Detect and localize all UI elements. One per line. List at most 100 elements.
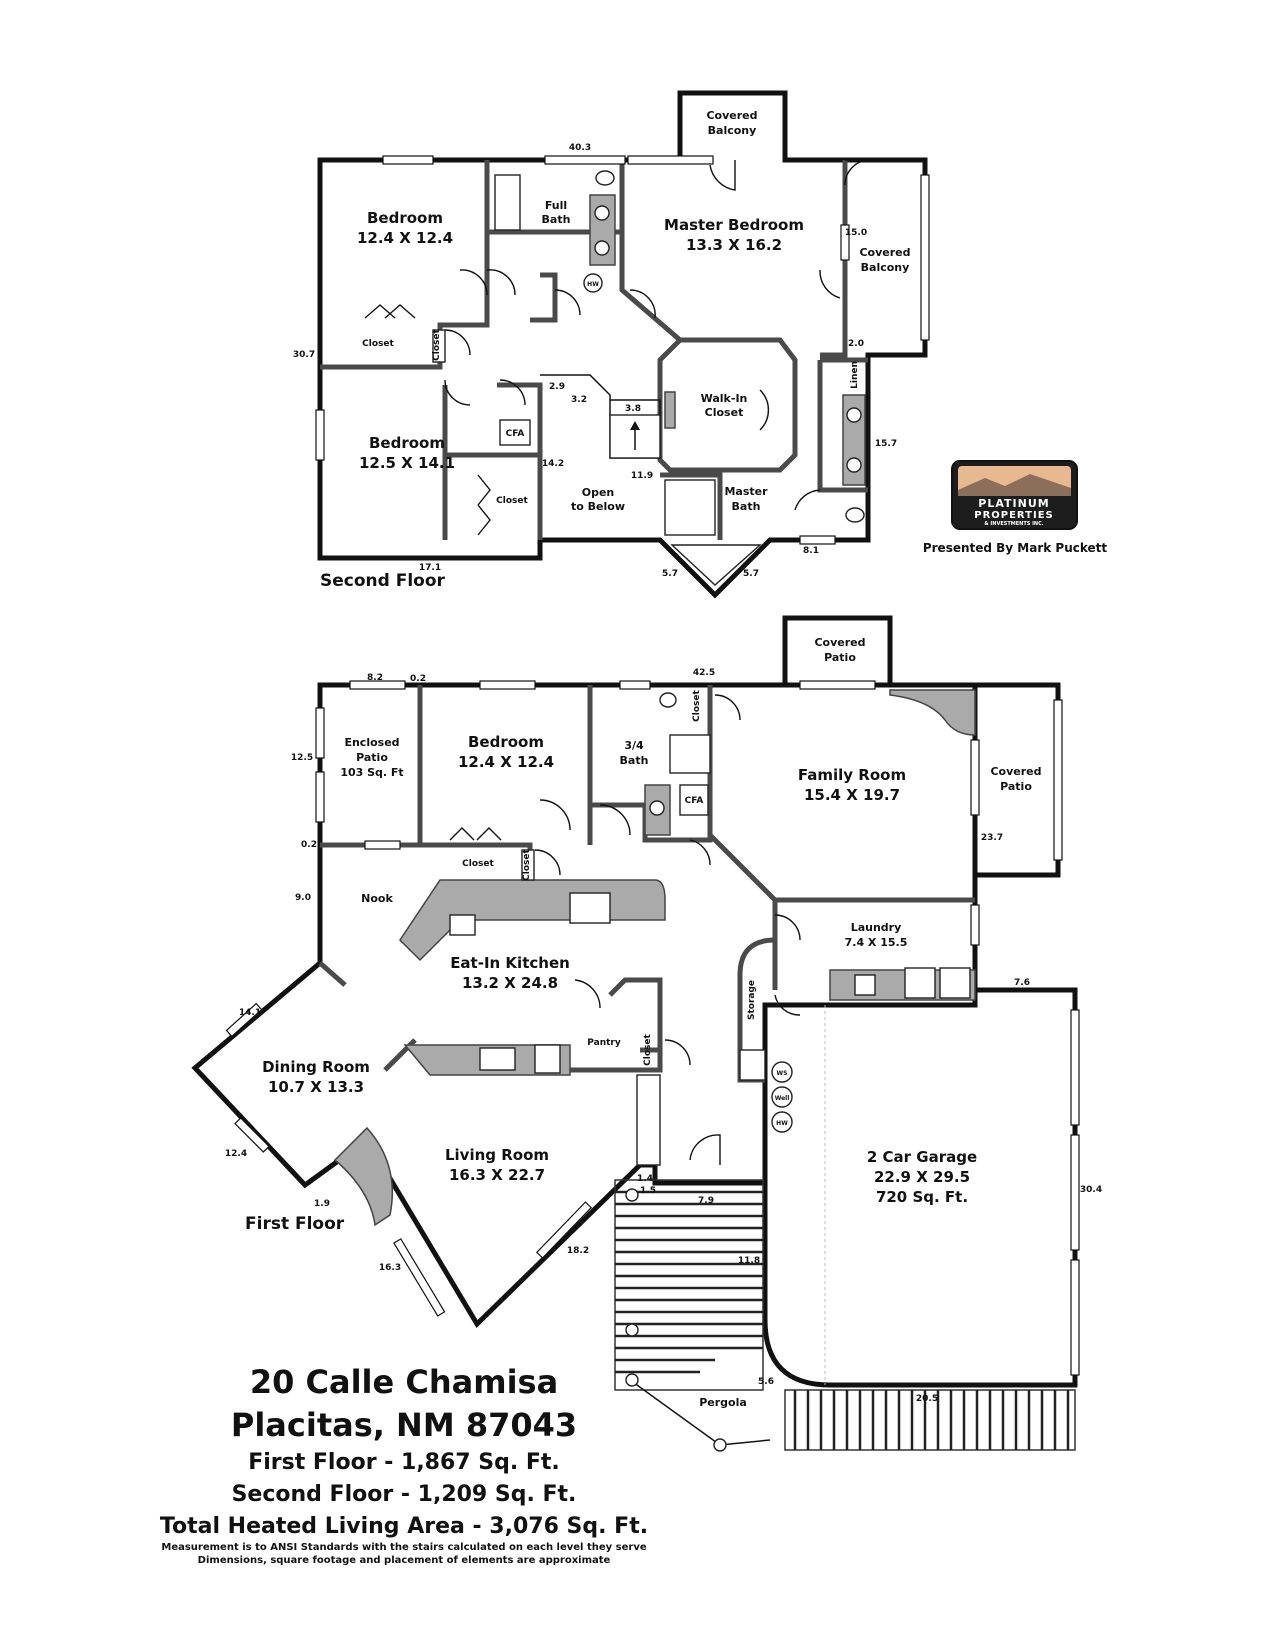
- first-floor-area: First Floor - 1,867 Sq. Ft.: [248, 1450, 560, 1475]
- sink: [846, 457, 862, 473]
- ws-label: WS: [777, 1070, 788, 1077]
- window: [479, 680, 536, 690]
- window: [799, 535, 836, 545]
- master-bedroom-name: Master Bedroom: [664, 216, 804, 234]
- door-swing: [774, 994, 801, 1016]
- garage-area: 720 Sq. Ft.: [876, 1188, 968, 1206]
- laundry-sink: [854, 974, 876, 996]
- closet-pantry-label: Closet: [643, 1033, 653, 1065]
- dim-15-7: 15.7: [875, 439, 897, 449]
- window: [627, 155, 714, 165]
- dim-11-9: 11.9: [631, 471, 653, 481]
- covered-balcony-top-1: Covered: [706, 109, 757, 122]
- window: [1070, 1009, 1080, 1126]
- sink: [594, 205, 610, 221]
- covered-balcony-top-2: Balcony: [708, 124, 757, 137]
- dim-5-6: 5.6: [758, 1377, 774, 1387]
- full-bath-label: Full: [545, 199, 567, 212]
- address-line1: 20 Calle Chamisa: [250, 1363, 558, 1401]
- second-floor-labels: Bedroom 12.4 X 12.4 Full Bath Master Bed…: [293, 109, 911, 591]
- door-swing: [534, 849, 561, 876]
- window: [315, 707, 325, 759]
- window: [799, 680, 876, 690]
- covered-patio-right-1: Covered: [990, 765, 1041, 778]
- garage-wall: [762, 987, 1078, 1388]
- bifold-door: [477, 474, 491, 536]
- bathtub: [494, 174, 521, 231]
- toilet: [595, 170, 615, 186]
- dining-divider-2: [318, 961, 347, 987]
- dim-30-7: 30.7: [293, 350, 315, 360]
- bedroom-b-size: 12.5 X 14.1: [359, 454, 455, 472]
- dim-23-7: 23.7: [981, 833, 1003, 843]
- window: [315, 771, 325, 823]
- shower: [669, 734, 711, 774]
- washer: [904, 967, 936, 999]
- window: [382, 155, 434, 165]
- water-heater: [583, 273, 603, 293]
- bath-wall: [590, 685, 713, 843]
- door-swing: [759, 389, 770, 431]
- window: [1053, 699, 1063, 861]
- sink: [594, 240, 610, 256]
- closet-side-label: Closet: [522, 848, 532, 880]
- kitchen-counter-upper: [399, 879, 666, 962]
- storage-wall: [737, 937, 776, 1083]
- first-floor-plan: [191, 615, 1080, 1452]
- kitchen-size: 13.2 X 24.8: [462, 974, 558, 992]
- covered-patio-top-2: Patio: [824, 651, 856, 664]
- garage-name: 2 Car Garage: [867, 1148, 977, 1166]
- footer: 20 Calle Chamisa Placitas, NM 87043 Firs…: [160, 1363, 648, 1566]
- dim-17-1: 17.1: [419, 563, 441, 573]
- dim-14-1: 14.1: [239, 1008, 261, 1018]
- full-bath-label-2: Bath: [542, 213, 571, 226]
- closet-shelf: [664, 391, 676, 429]
- living-fireplace: [333, 1126, 394, 1227]
- first-floor-labels: Covered Patio Enclosed Patio 103 Sq. Ft …: [225, 636, 1102, 1409]
- door-swing: [554, 289, 581, 316]
- dim-2-9: 2.9: [549, 382, 565, 392]
- bedroom-a-size: 12.4 X 12.4: [357, 229, 453, 247]
- door-swing: [574, 979, 601, 1009]
- pantry-wall: [565, 977, 663, 1073]
- dim-16-3: 16.3: [379, 1263, 401, 1273]
- first-floor-label: First Floor: [245, 1214, 345, 1234]
- closet-c-label: Closet: [496, 496, 528, 506]
- family-fireplace: [889, 689, 976, 736]
- dim-15-0: 15.0: [845, 228, 867, 238]
- door-swing: [844, 159, 871, 186]
- dim-12-4: 12.4: [225, 1149, 247, 1159]
- window: [393, 1238, 446, 1317]
- laundry-name: Laundry: [851, 921, 902, 934]
- window: [364, 840, 401, 850]
- master-bath-1: Master: [724, 485, 768, 498]
- dim-12-5: 12.5: [291, 753, 313, 763]
- covered-balcony-right-2: Balcony: [861, 261, 910, 274]
- note1: Measurement is to ANSI Standards with th…: [161, 1542, 646, 1553]
- pantry-label: Pantry: [587, 1038, 621, 1048]
- second-floor-area: Second Floor - 1,209 Sq. Ft.: [232, 1482, 577, 1507]
- door-swing: [709, 160, 736, 191]
- bedroom-wall: [420, 685, 593, 880]
- nook-label: Nook: [361, 892, 393, 905]
- pergola-label: Pergola: [699, 1396, 747, 1409]
- enclosed-patio-1: Enclosed: [344, 736, 399, 749]
- door-swing: [629, 289, 656, 319]
- walk-in-closet-2: Closet: [705, 406, 744, 419]
- dining-room-name: Dining Room: [262, 1058, 370, 1076]
- open-to-below-1: Open: [582, 486, 615, 499]
- window: [535, 1201, 593, 1259]
- three-quarter-bath-2: Bath: [620, 754, 649, 767]
- dim-30-4: 30.4: [1080, 1185, 1102, 1195]
- closet-b-label: Closet: [432, 328, 442, 360]
- note2: Dimensions, square footage and placement…: [198, 1555, 611, 1566]
- dim-40-3: 40.3: [569, 143, 591, 153]
- address-line2: Placitas, NM 87043: [231, 1406, 577, 1444]
- dim-8-1: 8.1: [803, 546, 819, 556]
- range: [534, 1044, 561, 1074]
- platinum-logo: PLATINUM PROPERTIES & INVESTMENTS INC. P…: [923, 460, 1107, 555]
- dim-1-9: 1.9: [314, 1199, 330, 1209]
- door-swing: [444, 329, 471, 356]
- dim-1-4: 1.4: [637, 1174, 653, 1184]
- pergola: [614, 1179, 1076, 1452]
